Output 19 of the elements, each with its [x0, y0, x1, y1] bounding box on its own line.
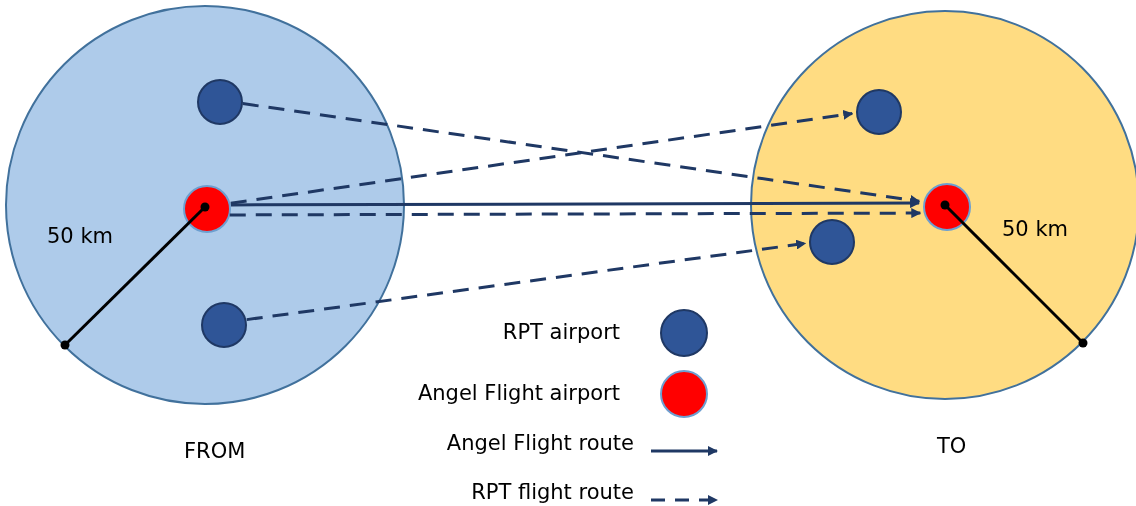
region-label: TO: [937, 434, 967, 458]
distance-label: 50 km: [47, 224, 113, 248]
dashed-route-arrow: [230, 109, 854, 205]
rpt-airport-dot: [197, 79, 243, 125]
rpt-airport-dot: [856, 89, 902, 135]
angel-flight-airport-dot: [923, 183, 971, 231]
angel-flight-airport-dot: [183, 185, 231, 233]
legend-label: Angel Flight route: [446, 431, 634, 455]
rpt-airport-dot: [809, 219, 855, 265]
region-label: FROM: [184, 439, 246, 463]
dashed-route-arrow: [229, 208, 922, 219]
dashed-route-arrow: [246, 239, 807, 322]
legend-label: Angel Flight airport: [417, 381, 620, 405]
legend-label: RPT flight route: [471, 480, 634, 504]
dashed-route-arrow: [242, 102, 921, 205]
rpt-airport-dot: [201, 302, 247, 348]
legend-label: RPT airport: [502, 320, 620, 344]
distance-label: 50 km: [1002, 217, 1068, 241]
route-arrow: [230, 198, 921, 209]
